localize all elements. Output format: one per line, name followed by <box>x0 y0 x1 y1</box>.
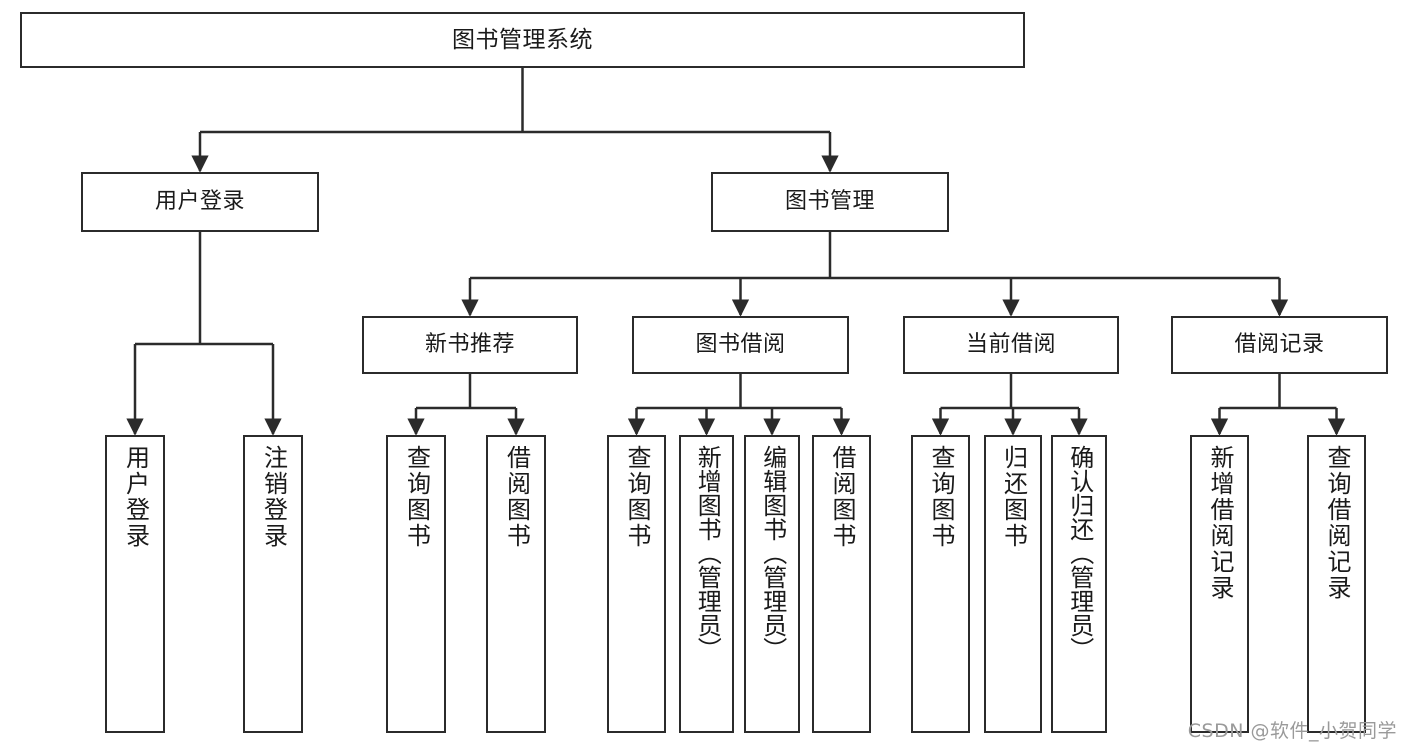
node-label: 确认归还（管理员） <box>1065 445 1094 661</box>
node-label: 当前借阅 <box>965 332 1056 358</box>
node-leaf-edit-book[interactable]: 编辑图书（管理员） <box>744 435 800 733</box>
node-label: 查询图书 <box>926 445 955 549</box>
node-leaf-query-borrow-record[interactable]: 查询借阅记录 <box>1307 435 1366 733</box>
node-label: 注销登录 <box>259 445 288 549</box>
edge-paths <box>126 68 1346 436</box>
node-new-book-recommend[interactable]: 新书推荐 <box>362 316 578 374</box>
node-label: 借阅图书 <box>827 445 856 549</box>
node-leaf-add-borrow-record[interactable]: 新增借阅记录 <box>1190 435 1249 733</box>
node-leaf-add-book[interactable]: 新增图书（管理员） <box>679 435 734 733</box>
node-label: 新增借阅记录 <box>1205 445 1234 601</box>
node-label: 新增图书（管理员） <box>693 445 722 661</box>
node-label: 图书借阅 <box>695 332 786 358</box>
node-leaf-query-book-borrow[interactable]: 查询图书 <box>607 435 666 733</box>
node-leaf-borrow-book-recommend[interactable]: 借阅图书 <box>486 435 546 733</box>
node-label: 编辑图书（管理员） <box>758 445 787 661</box>
node-borrow-record[interactable]: 借阅记录 <box>1171 316 1388 374</box>
node-leaf-confirm-return[interactable]: 确认归还（管理员） <box>1051 435 1107 733</box>
node-leaf-query-book-current[interactable]: 查询图书 <box>911 435 970 733</box>
node-label: 借阅图书 <box>502 445 531 549</box>
node-root[interactable]: 图书管理系统 <box>20 12 1025 68</box>
node-label: 查询图书 <box>622 445 651 549</box>
node-label: 借阅记录 <box>1234 332 1325 358</box>
node-leaf-borrow-book[interactable]: 借阅图书 <box>812 435 871 733</box>
node-label: 用户登录 <box>121 445 150 549</box>
node-leaf-return-book[interactable]: 归还图书 <box>984 435 1042 733</box>
node-label: 查询借阅记录 <box>1322 445 1351 601</box>
node-leaf-query-book-recommend[interactable]: 查询图书 <box>386 435 446 733</box>
node-book-management[interactable]: 图书管理 <box>711 172 949 232</box>
node-label: 图书管理系统 <box>452 26 593 53</box>
watermark-label: CSDN @软件_小贺同学 <box>1187 720 1397 742</box>
node-leaf-user-logout[interactable]: 注销登录 <box>243 435 303 733</box>
node-label: 用户登录 <box>154 189 245 215</box>
node-leaf-user-login[interactable]: 用户登录 <box>105 435 165 733</box>
node-book-borrow[interactable]: 图书借阅 <box>632 316 849 374</box>
node-current-borrow[interactable]: 当前借阅 <box>903 316 1119 374</box>
node-user-login[interactable]: 用户登录 <box>81 172 319 232</box>
node-label: 查询图书 <box>402 445 431 549</box>
node-label: 新书推荐 <box>424 332 515 358</box>
node-label: 图书管理 <box>784 189 875 215</box>
node-label: 归还图书 <box>999 445 1028 549</box>
